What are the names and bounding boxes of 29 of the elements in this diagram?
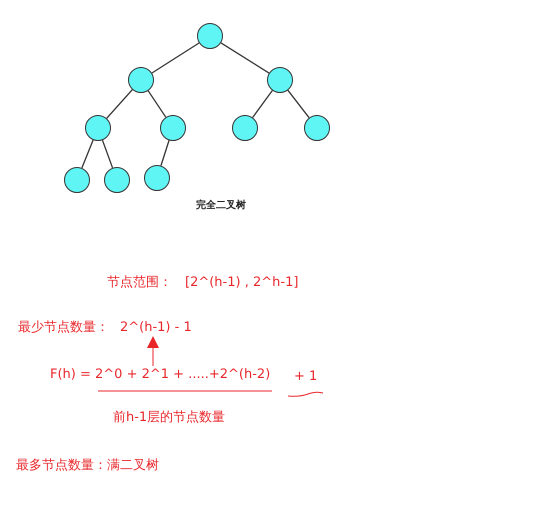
tree-caption: 完全二叉树	[196, 198, 246, 213]
tree-node-circle	[64, 167, 90, 193]
tree-edge	[102, 140, 114, 168]
tree-node-circle	[104, 167, 130, 193]
tree-edge	[252, 90, 273, 118]
tree-edge	[160, 140, 170, 166]
tree-edge	[287, 90, 310, 118]
formula-text: 2^(h-1) - 1	[120, 320, 192, 336]
arrow	[147, 336, 159, 366]
tree-edge	[220, 42, 270, 74]
note-text: + 1	[294, 369, 318, 385]
formula-text: F(h) = 2^0 + 2^1 + .....+2^(h-2)	[50, 367, 270, 383]
tree-node-circle	[160, 115, 186, 141]
note-text: 前h-1层的节点数量	[113, 410, 226, 426]
tree-edge	[148, 90, 166, 118]
tree-node-circle	[85, 115, 111, 141]
note-text: 最少节点数量：	[18, 320, 109, 336]
tree-node-circle	[128, 67, 154, 93]
tree-edge	[152, 42, 200, 74]
tree-edge	[81, 140, 94, 168]
tree-node-circle	[232, 115, 258, 141]
tree-edge	[106, 89, 133, 119]
tree-node-circle	[197, 23, 223, 49]
note-text: 最多节点数量：满二叉树	[16, 458, 159, 474]
tree-node-circle	[144, 165, 170, 191]
tree-node-circle	[267, 67, 293, 93]
note-text: 节点范围：	[107, 275, 172, 291]
note-text: [2^(h-1) , 2^h-1]	[185, 275, 298, 291]
tree-node-circle	[304, 115, 330, 141]
